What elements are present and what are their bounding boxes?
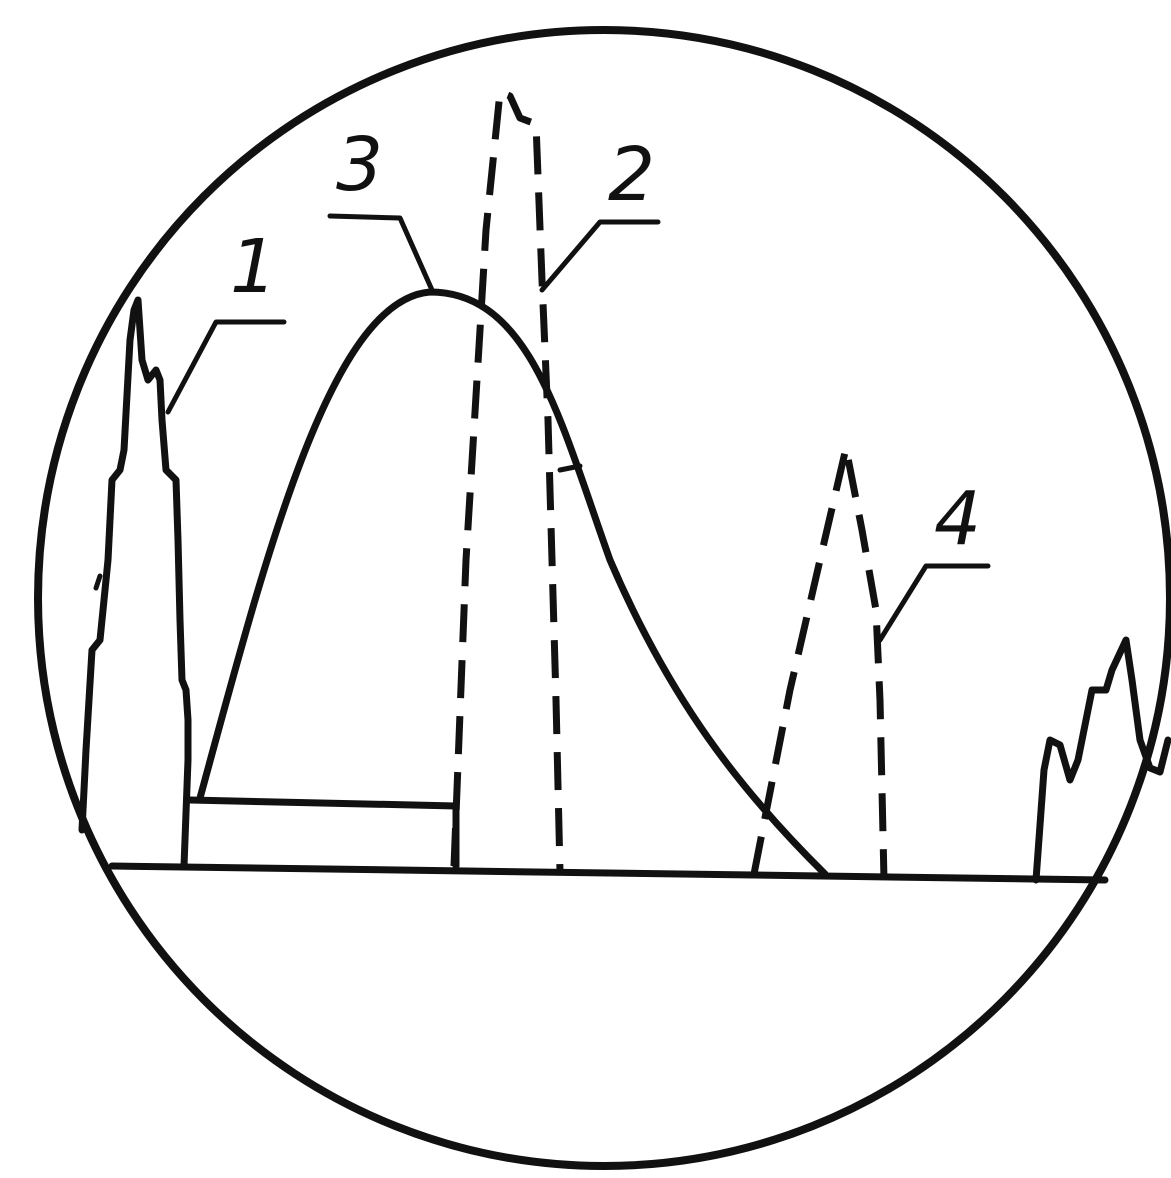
leader-2 [539, 219, 661, 293]
label-1: 1 [230, 224, 277, 310]
tick-mark [557, 463, 583, 473]
label-3: 3 [336, 122, 383, 208]
curve-2 [450, 88, 564, 873]
right-profile [1032, 636, 1171, 884]
curve-3 [196, 288, 829, 878]
baseline [108, 862, 1109, 884]
tick-mark [93, 573, 103, 591]
label-4: 4 [934, 476, 981, 562]
circular-frame [34, 26, 1171, 1170]
base-block [186, 796, 460, 870]
leader-1 [165, 319, 287, 415]
curve-4 [750, 444, 888, 881]
label-2: 2 [608, 132, 655, 218]
leader-3 [327, 213, 435, 293]
curve-1 [78, 296, 192, 870]
leader-4 [877, 563, 991, 643]
